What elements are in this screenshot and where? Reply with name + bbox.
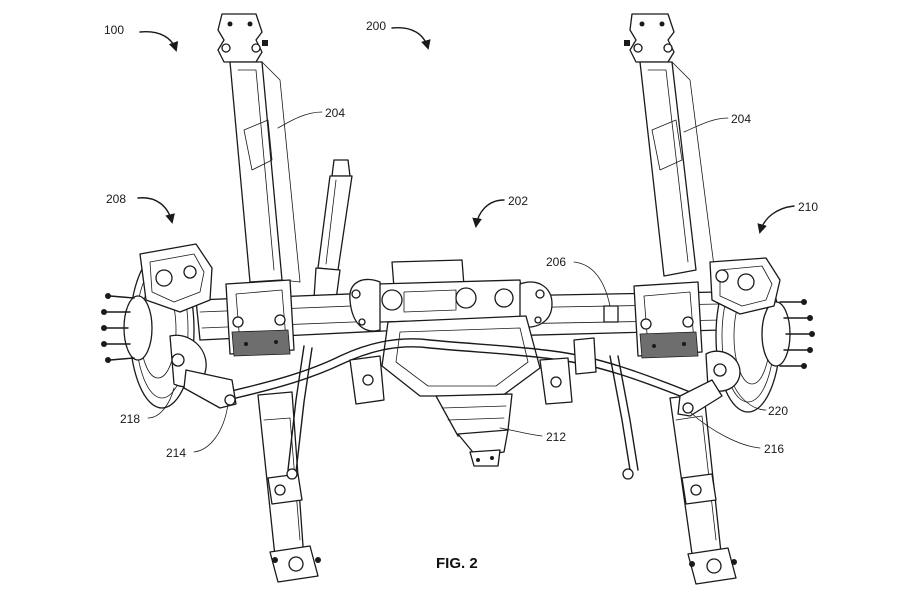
label-206: 206 <box>546 255 566 269</box>
label-212: 212 <box>546 430 566 444</box>
label-202: 202 <box>508 194 528 208</box>
left-wheel-hub <box>101 243 237 409</box>
label-204-right: 204 <box>731 112 751 126</box>
figure-caption: FIG. 2 <box>436 555 478 572</box>
label-100: 100 <box>104 23 124 37</box>
right-control-arm <box>624 13 737 585</box>
label-208: 208 <box>106 192 126 206</box>
stabilizer-bar <box>227 337 691 480</box>
label-214: 214 <box>166 446 186 460</box>
label-218: 218 <box>120 412 140 426</box>
label-200: 200 <box>366 19 386 33</box>
label-216: 216 <box>764 442 784 456</box>
label-220: 220 <box>768 404 788 418</box>
reference-numerals: 100 200 204 204 208 202 210 206 218 220 … <box>104 19 818 460</box>
leader-lines <box>137 27 795 453</box>
axle-housing <box>195 279 723 359</box>
right-wheel-hub <box>677 257 815 417</box>
label-210: 210 <box>798 200 818 214</box>
label-204-left: 204 <box>325 106 345 120</box>
differential <box>349 259 553 467</box>
